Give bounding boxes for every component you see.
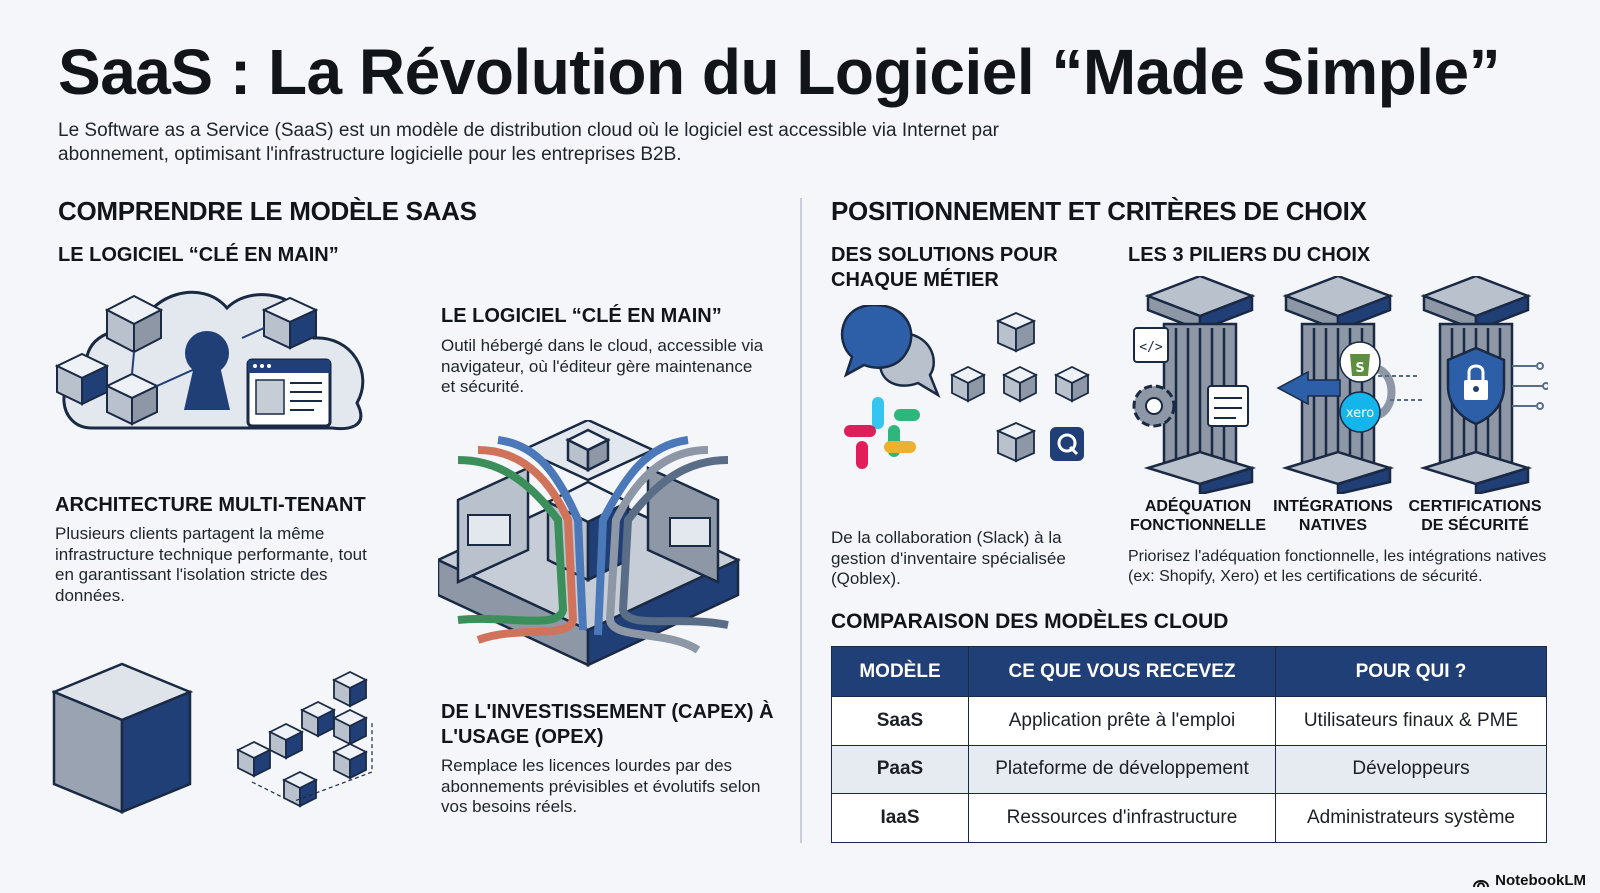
piliers-text: Priorisez l'adéquation fonctionnelle, le…: [1128, 548, 1547, 585]
cle-en-main-text: Outil hébergé dans le cloud, accessible …: [441, 336, 764, 396]
multi-tenant-building-illustration: [438, 420, 741, 667]
multi-tenant-title: ARCHITECTURE MULTI-TENANT: [55, 494, 366, 516]
pillar-label-certifications: CERTIFICATIONS DE SÉCURITÉ: [1408, 498, 1542, 534]
page-subtitle: Le Software as a Service (SaaS) est un m…: [58, 120, 1000, 165]
pillar-label-integrations: INTÉGRATIONS NATIVES: [1273, 498, 1393, 534]
table-cell: Plateforme de développement: [968, 744, 1276, 794]
table-cell: SaaS: [831, 696, 969, 746]
document-window-icon: [1207, 385, 1249, 427]
table-cell: IaaS: [831, 793, 969, 843]
capex-opex-cubes-illustration: [52, 662, 373, 814]
circuit-lines-icon: [1378, 362, 1548, 410]
cloud-keyhole-illustration: [54, 290, 365, 431]
table-row: PaaS Plateforme de développement Dévelop…: [831, 744, 1547, 794]
pillar-label-adequation: ADÉQUATION FONCTIONNELLE: [1130, 498, 1266, 534]
solutions-title: DES SOLUTIONS POUR CHAQUE MÉTIER: [831, 244, 1058, 291]
gear-icon: [1132, 384, 1176, 428]
table-cell: Application prête à l'emploi: [968, 696, 1276, 746]
table-cell: Développeurs: [1275, 744, 1547, 794]
left-section-heading: COMPRENDRE LE MODÈLE SAAS: [58, 196, 477, 226]
svg-text:S: S: [1355, 361, 1364, 376]
capex-opex-text: Remplace les licences lourdes par des ab…: [441, 756, 761, 816]
comparison-table: MODÈLE CE QUE VOUS RECEVEZ POUR QUI ? Sa…: [831, 646, 1547, 843]
chat-bubbles-icon: [840, 305, 941, 398]
brand-label: NotebookLM: [1495, 872, 1586, 889]
svg-text:</>: </>: [1139, 340, 1163, 355]
table-cell: Utilisateurs finaux & PME: [1275, 696, 1547, 746]
xero-logo-icon: xero: [1339, 391, 1381, 433]
column-header-pour-qui: POUR QUI ?: [1275, 646, 1547, 697]
code-window-icon: </>: [1133, 327, 1169, 363]
cle-en-main-title: LE LOGICIEL “CLÉ EN MAIN”: [441, 305, 722, 327]
column-header-ce-que-vous-recevez: CE QUE VOUS RECEVEZ: [968, 646, 1276, 697]
comparison-title: COMPARAISON DES MODÈLES CLOUD: [831, 610, 1229, 633]
three-pillars-illustration: </> S xero: [1132, 276, 1548, 494]
table-cell: PaaS: [831, 744, 969, 794]
right-section-heading: POSITIONNEMENT ET CRITÈRES DE CHOIX: [831, 196, 1367, 226]
column-header-modele: MODÈLE: [831, 646, 969, 697]
table-row: IaaS Ressources d'infrastructure Adminis…: [831, 793, 1547, 843]
table-cell: Ressources d'infrastructure: [968, 793, 1276, 843]
capex-opex-title: DE L'INVESTISSEMENT (CAPEX) À L'USAGE (O…: [441, 701, 774, 748]
piliers-title: LES 3 PILIERS DU CHOIX: [1128, 244, 1371, 266]
table-cell: Administrateurs système: [1275, 793, 1547, 843]
svg-text:xero: xero: [1346, 406, 1374, 421]
column-divider: [800, 198, 802, 843]
slack-logo-icon: [844, 397, 920, 469]
business-apps-illustration: [840, 305, 1090, 469]
table-header-row: MODÈLE CE QUE VOUS RECEVEZ POUR QUI ?: [831, 646, 1547, 697]
left-subheading: LE LOGICIEL “CLÉ EN MAIN”: [58, 244, 339, 266]
pillar-adequation: [1143, 276, 1257, 494]
shield-lock-icon: [1446, 346, 1506, 426]
page-title: SaaS : La Révolution du Logiciel “Made S…: [58, 36, 1501, 108]
notebooklm-brand: NotebookLM: [1472, 872, 1586, 889]
notebooklm-logo-icon: [1473, 879, 1490, 887]
solutions-text: De la collaboration (Slack) à la gestion…: [831, 528, 1066, 588]
table-row: SaaS Application prête à l'emploi Utilis…: [831, 696, 1547, 746]
shopify-logo-icon: S: [1339, 341, 1381, 383]
multi-tenant-text: Plusieurs clients partagent la même infr…: [55, 524, 367, 605]
qoblex-logo-icon: [1050, 427, 1084, 461]
